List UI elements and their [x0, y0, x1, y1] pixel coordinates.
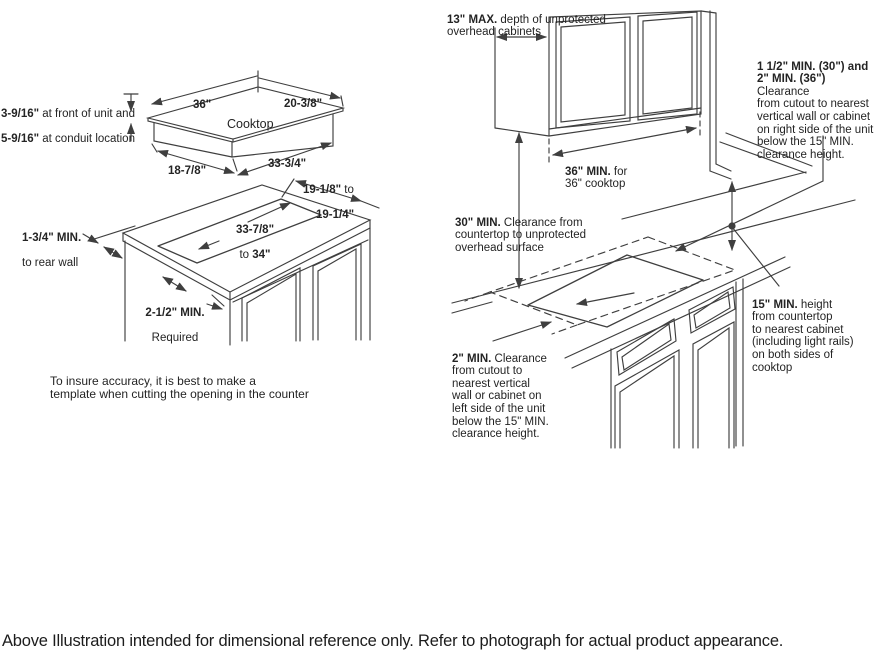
label-cutout-length: 33-7/8" to 34" [235, 223, 275, 261]
counter-cutout-drawing [82, 178, 380, 346]
label-cutout-width: 19-1/8" to 19-1/4" [303, 183, 355, 221]
label-overhead-depth: 13" MAX. depth of unprotected overhead c… [447, 13, 606, 39]
label-rear-wall-clearance: 1-3/4" MIN. to rear wall [22, 231, 82, 269]
label-unit-height: 3-9/16" at front of unit and 5-9/16" at … [1, 107, 135, 145]
label-front-clearance: 2-1/2" MIN. Required [145, 306, 205, 344]
overhead-cabinets-drawing [494, 10, 813, 289]
label-left-side-clearance: 2" MIN. Clearance from cutout to nearest… [452, 352, 549, 441]
caption: Above Illustration intended for dimensio… [2, 632, 784, 650]
label-dim-33-3-4: 33-3/4" [268, 157, 307, 170]
label-dim-18-7-8: 18-7/8" [168, 164, 207, 177]
label-right-side-clearance: 1 1/2" MIN. (30") and 2" MIN. (36") Clea… [757, 60, 874, 161]
label-cooktop: Cooktop [227, 116, 274, 131]
label-min-width: 36" MIN. for 36" cooktop [565, 165, 628, 191]
label-overhead-clearance: 30" MIN. Clearance from countertop to un… [455, 216, 587, 254]
cooktop-drawing [123, 70, 346, 176]
label-side-height: 15" MIN. height from countertop to neare… [752, 298, 854, 374]
label-dim-36: 36" [193, 98, 212, 111]
label-dim-20-3-8: 20-3/8" [284, 97, 323, 110]
label-template-note: To insure accuracy, it is best to make a… [50, 374, 309, 402]
countertop-drawing [451, 135, 856, 449]
